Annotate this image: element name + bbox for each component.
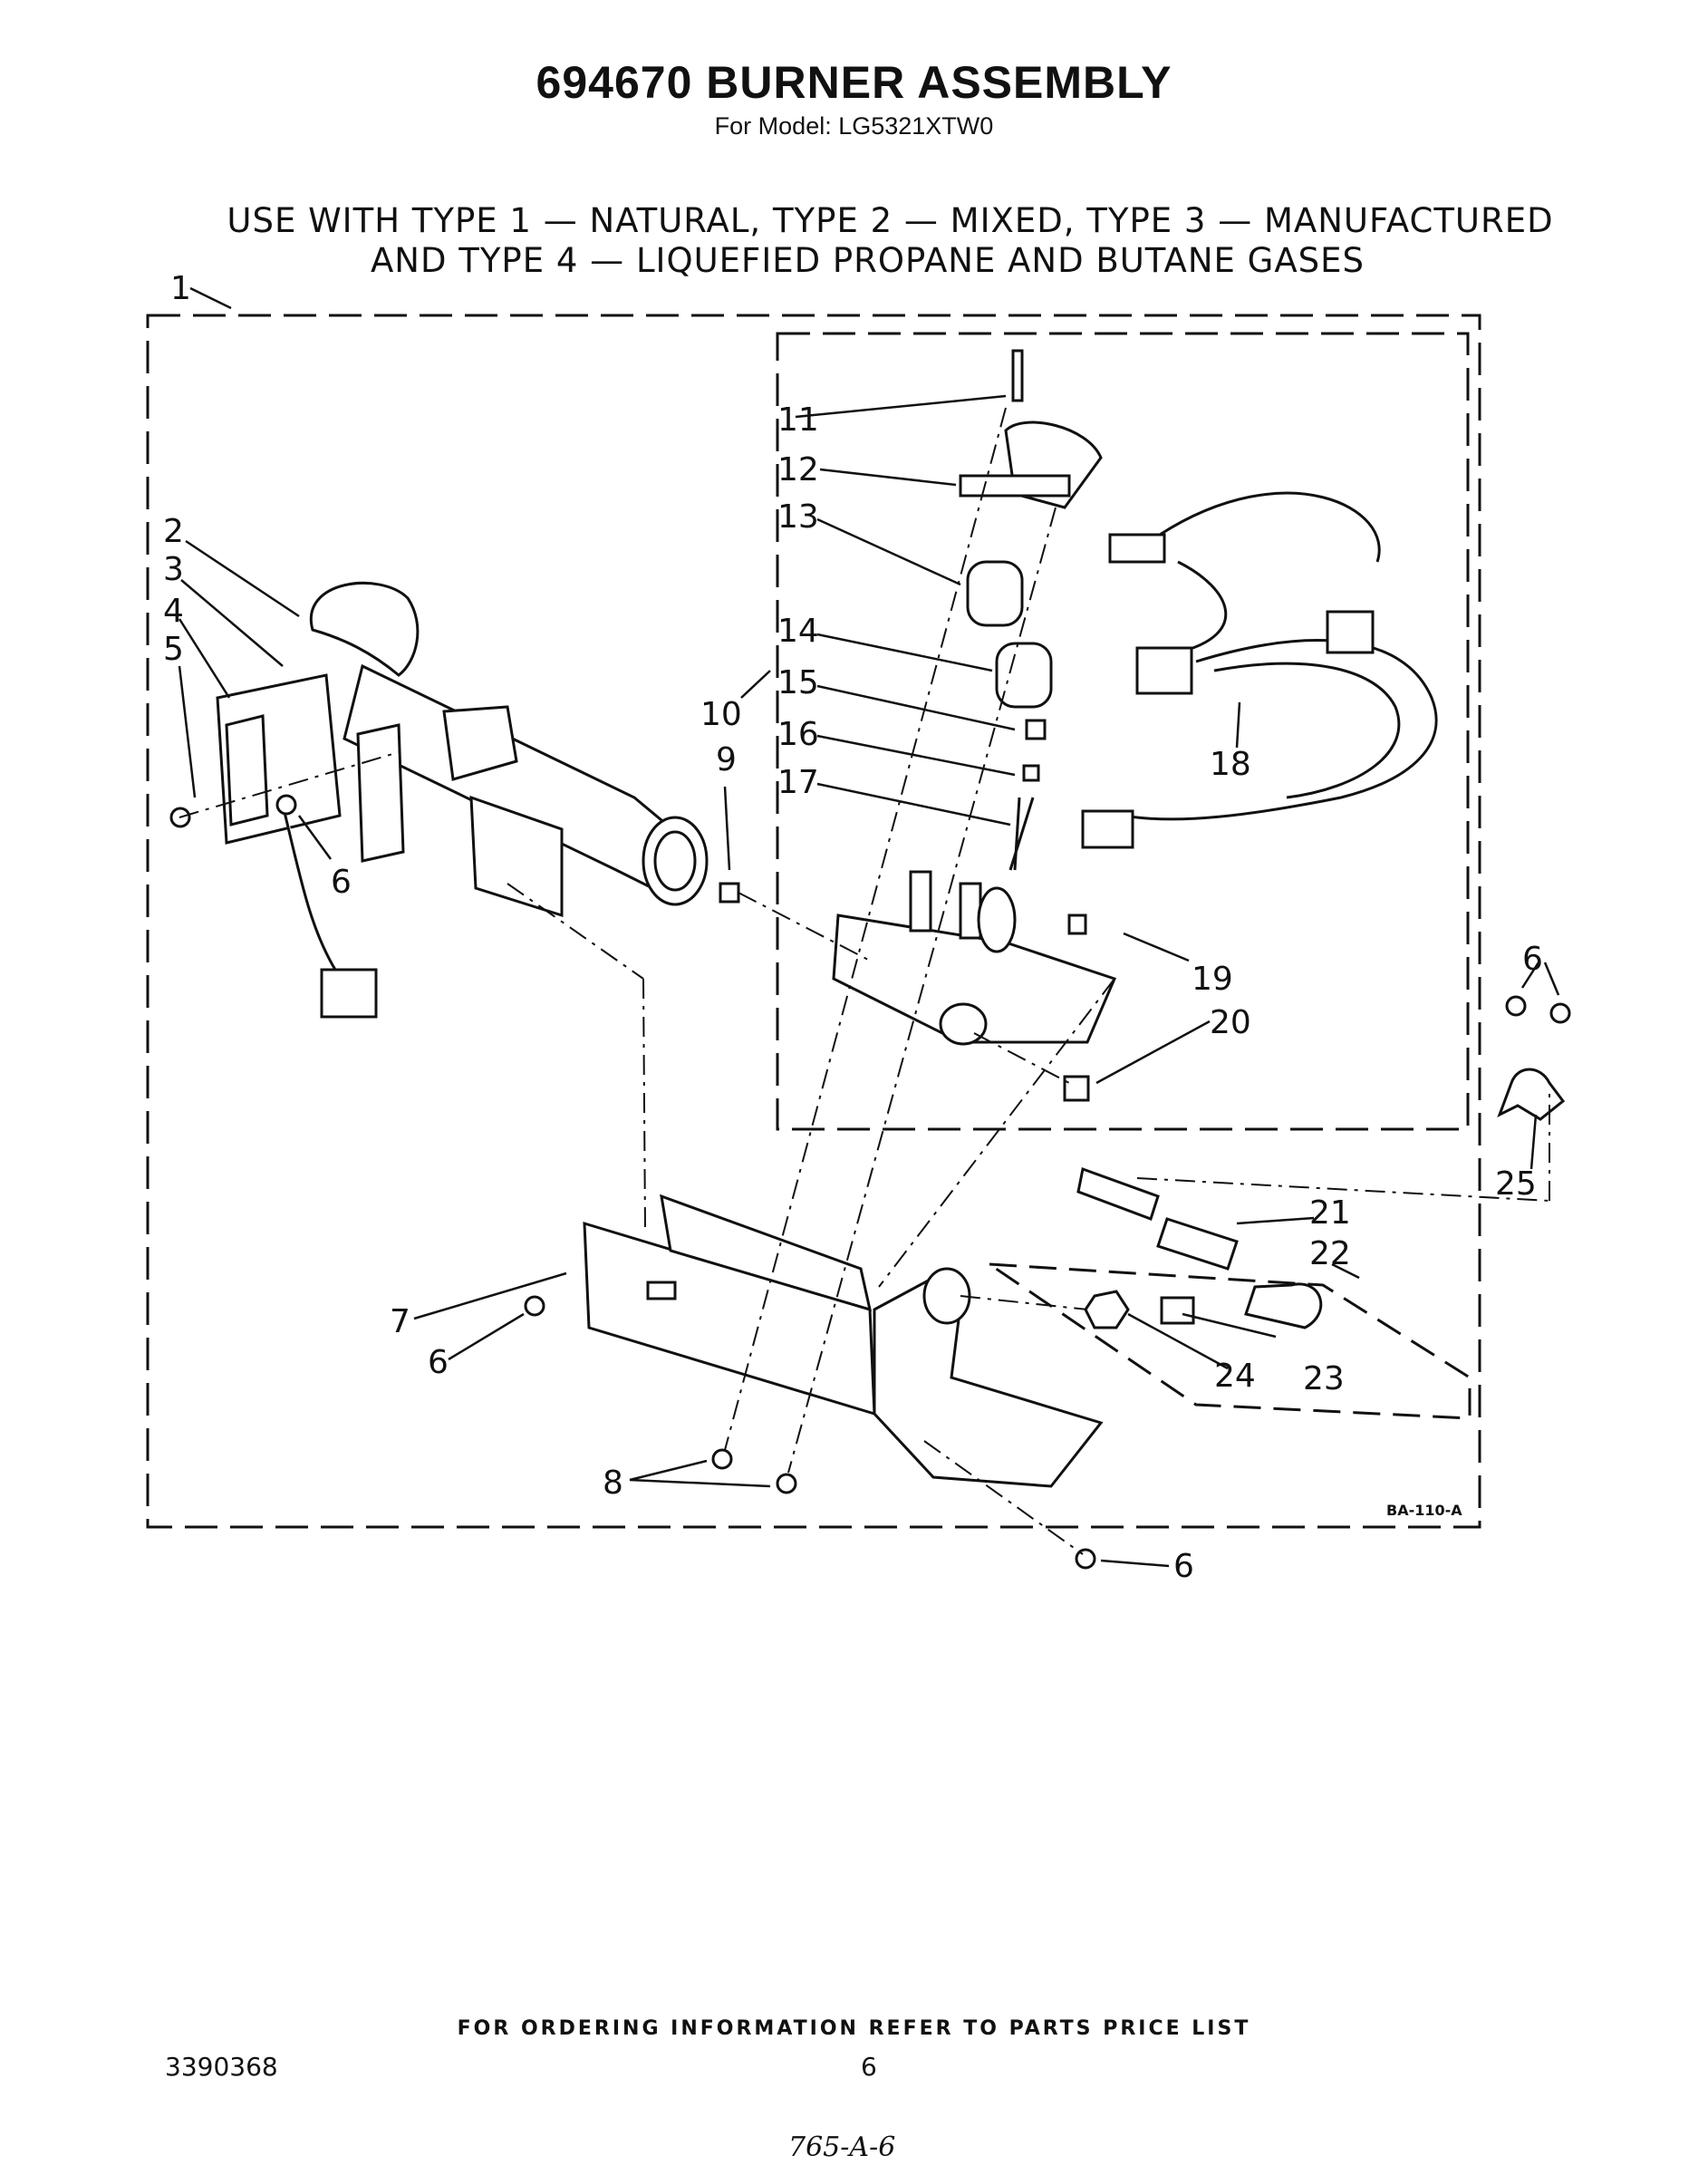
orifice-parts (1076, 1068, 1566, 1329)
callout-11: 11 (777, 401, 819, 439)
callout-3: 3 (163, 551, 184, 588)
callout-6-bottom: 6 (1173, 1548, 1194, 1585)
callout-22: 22 (1309, 1235, 1351, 1272)
burner-tube (309, 581, 709, 906)
callout-14: 14 (777, 613, 819, 650)
callout-13: 13 (777, 498, 819, 536)
wire-harness (1081, 491, 1438, 849)
gas-valve-body (832, 870, 1117, 1046)
callout-12: 12 (777, 451, 819, 488)
gas-types-line-2: AND TYPE 4 — LIQUEFIED PROPANE AND BUTAN… (370, 241, 1365, 280)
callout-24: 24 (1214, 1358, 1256, 1395)
callout-18: 18 (1210, 746, 1251, 783)
callout-4: 4 (163, 593, 184, 630)
callout-6-bottom-left: 6 (428, 1344, 449, 1381)
callout-21: 21 (1309, 1194, 1351, 1232)
callout-20: 20 (1210, 1004, 1251, 1041)
callout-16: 16 (777, 716, 819, 753)
handwritten-note: 765-A-6 (788, 2132, 896, 2163)
document-number: 3390368 (165, 2052, 278, 2082)
screws (169, 349, 1571, 1570)
callout-19: 19 (1192, 961, 1233, 998)
valve-subassembly-boundary (776, 332, 1470, 1131)
mounting-bracket (583, 1194, 1104, 1488)
callout-8: 8 (603, 1464, 623, 1502)
callout-23: 23 (1303, 1360, 1345, 1397)
deflector-plate (469, 795, 564, 918)
igniter-bracket (216, 673, 405, 1019)
callout-7: 7 (390, 1303, 410, 1340)
callout-10: 10 (700, 696, 742, 733)
page-title: 694670 BURNER ASSEMBLY (536, 57, 1172, 108)
callout-15: 15 (777, 664, 819, 701)
callout-1: 1 (170, 270, 191, 307)
ordering-note: FOR ORDERING INFORMATION REFER TO PARTS … (457, 2017, 1251, 2040)
leader-lines (178, 286, 1560, 1568)
callout-2: 2 (163, 513, 184, 550)
page-number: 6 (861, 2052, 877, 2082)
orifice-group-boundary (989, 1262, 1472, 1420)
callout-17: 17 (777, 764, 819, 801)
callout-6-right: 6 (1522, 941, 1543, 978)
valve-coils (959, 420, 1103, 1102)
drawing-code: BA-110-A (1386, 1502, 1462, 1519)
callout-25: 25 (1495, 1165, 1537, 1203)
model-subtitle: For Model: LG5321XTW0 (714, 112, 994, 140)
callout-6-left: 6 (331, 864, 352, 901)
assembly-boundary (146, 314, 1481, 1529)
alignment-lines (179, 407, 1550, 1555)
callout-5: 5 (163, 631, 184, 668)
callout-9: 9 (716, 741, 737, 778)
callout-numbers: 1 2 3 4 5 6 6 6 6 7 8 9 10 11 12 13 14 1… (163, 270, 1543, 1585)
gas-types-line-1: USE WITH TYPE 1 — NATURAL, TYPE 2 — MIXE… (227, 201, 1554, 240)
